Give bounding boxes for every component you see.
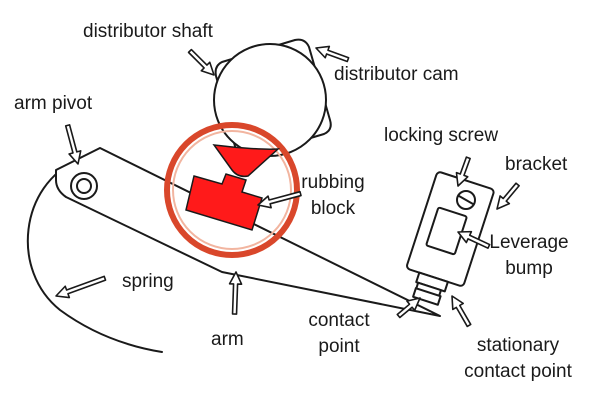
arrow-bracket xyxy=(496,182,520,210)
locking-screw-slot xyxy=(458,195,474,205)
label-leverage-bump-line1: Leverage xyxy=(489,232,569,253)
arrow-spring xyxy=(55,275,107,299)
label-contact-point-line2: point xyxy=(318,336,360,357)
spring xyxy=(26,159,163,353)
label-arm-pivot: arm pivot xyxy=(14,93,93,114)
arrow-leverage-bump xyxy=(457,230,491,249)
label-rubbing-block-line2: block xyxy=(310,198,356,219)
label-spring: spring xyxy=(122,271,174,292)
label-distributor-shaft: distributor shaft xyxy=(83,21,213,42)
arrow-arm xyxy=(228,271,243,315)
label-bracket: bracket xyxy=(505,154,568,175)
arm-pivot-center xyxy=(76,178,92,194)
arrow-locking-screw xyxy=(455,156,471,187)
arrow-arm-pivot xyxy=(64,124,82,165)
arrow-distributor-cam xyxy=(315,45,350,63)
moving-contact-point xyxy=(412,287,442,306)
rubbing-block-tip xyxy=(212,144,281,178)
label-stationary-line1: stationary xyxy=(476,335,560,356)
label-contact-point: contact point xyxy=(292,310,386,358)
label-rubbing-block-line1: rubbing xyxy=(301,172,365,193)
arrow-contact-point xyxy=(396,297,421,319)
label-arm: arm xyxy=(211,329,244,350)
label-distributor-cam: distributor cam xyxy=(334,64,459,85)
arrow-rubbing-block xyxy=(257,190,302,209)
label-leverage-bump-line2: bump xyxy=(505,258,553,279)
label-stationary-line2: contact point xyxy=(464,361,572,382)
arrow-distributor-shaft xyxy=(187,48,215,76)
arm xyxy=(55,147,441,317)
arrow-stationary-contact-point xyxy=(451,295,472,328)
label-leverage-bump: Leverage bump xyxy=(484,232,574,280)
label-locking-screw: locking screw xyxy=(384,125,499,146)
label-contact-point-line1: contact xyxy=(308,310,370,331)
arm-pivot xyxy=(70,172,98,200)
label-stationary-contact-point: stationary contact point xyxy=(448,335,588,383)
label-rubbing-block: rubbing block xyxy=(296,172,370,220)
highlight-ring-inner xyxy=(172,130,292,250)
rubbing-block xyxy=(185,173,263,231)
highlight-ring xyxy=(164,122,300,258)
